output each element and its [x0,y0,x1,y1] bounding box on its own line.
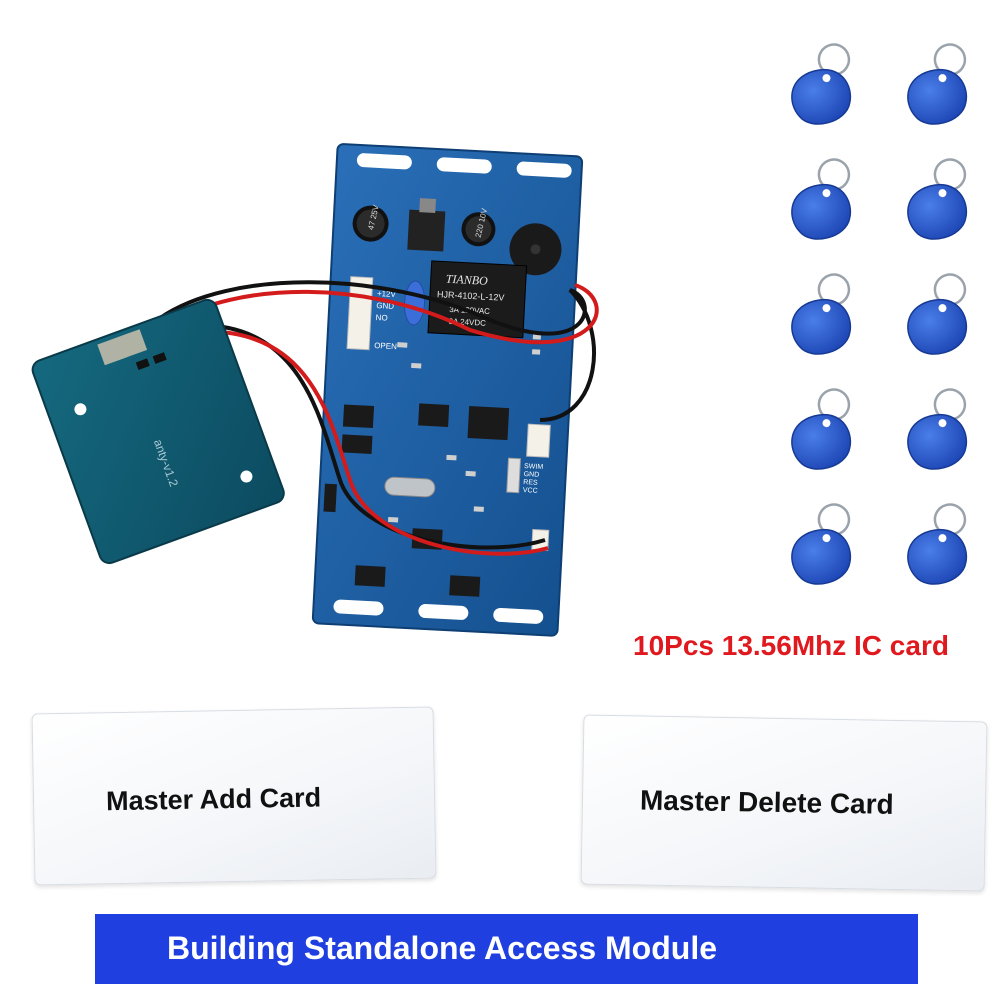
antenna-cable [158,280,599,556]
keyfob-icon [791,503,852,585]
keyfob-icon [791,273,852,355]
pin-label-gnd: GND [376,301,394,311]
keyfob-group [791,43,968,585]
master-delete-card-label: Master Delete Card [639,784,894,820]
pin-label-no: NO [375,313,387,323]
pin-label-swim: SWIM [524,463,544,471]
pin-label-vcc: VCC [523,487,538,495]
keyfob-icon [791,43,852,125]
pin-label-res: RES [523,479,538,487]
master-add-card: Master Add Card [31,706,437,886]
pin-label-open: OPEN [374,341,397,351]
keyfob-caption: 10Pcs 13.56Mhz IC card [633,630,949,661]
pin-label-gnd-2: GND [523,471,539,479]
keyfob-icon [907,503,968,585]
keyfob-icon [791,158,852,240]
controller-board: 47 25V 220 10V TIANBO HJR-4102-L-12V 3A … [311,143,584,637]
keyfob-icon [907,158,968,240]
relay-rating-2: 3A 24VDC [448,317,486,328]
pin-label-12v: +12V [377,289,397,299]
master-delete-card: Master Delete Card [580,714,988,892]
keyfob-icon [791,388,852,470]
relay-brand: TIANBO [445,272,488,288]
keyfob-icon [907,273,968,355]
title-banner-text: Building Standalone Access Module [167,930,717,966]
antenna-board: anty-v1.2 [31,298,285,565]
keyfob-icon [907,43,968,125]
title-banner: Building Standalone Access Module [95,914,918,984]
keyfob-icon [907,388,968,470]
master-add-card-label: Master Add Card [105,782,322,817]
relay-model: HJR-4102-L-12V [437,289,505,303]
